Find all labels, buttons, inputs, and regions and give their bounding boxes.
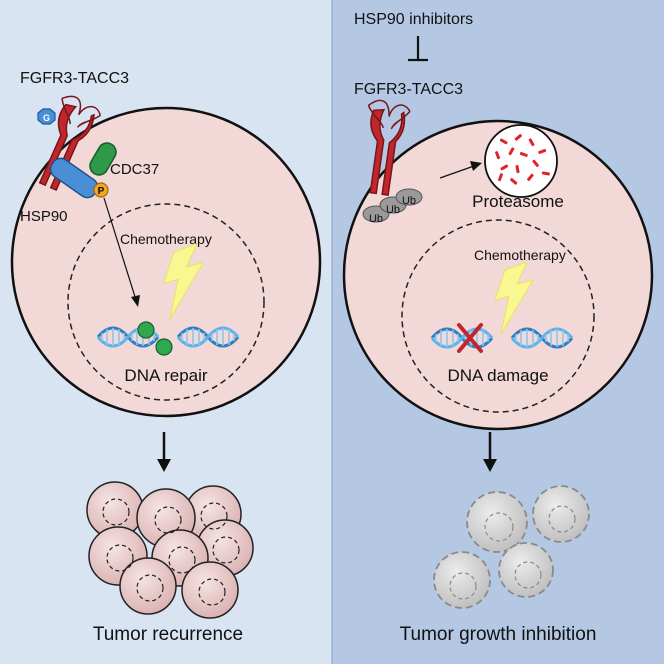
tumor-growth-inhibition-label: Tumor growth inhibition xyxy=(400,624,597,645)
proteasome-icon xyxy=(484,124,558,198)
svg-text:Ub: Ub xyxy=(369,213,383,225)
right-receptor-label: FGFR3-TACC3 xyxy=(354,81,463,98)
phospho-badge xyxy=(93,182,109,198)
left-chemotherapy-label: Chemotherapy xyxy=(120,231,212,247)
tumor-cluster-icon xyxy=(86,481,254,619)
glyco-badge: G xyxy=(37,108,56,125)
hsp90-label: HSP90 xyxy=(20,208,68,225)
svg-text:P: P xyxy=(98,186,105,197)
peptide-fragments-icon xyxy=(495,134,550,185)
dna-damage-label: DNA damage xyxy=(447,366,548,385)
left-nucleus xyxy=(67,203,265,401)
right-nucleus xyxy=(401,219,595,413)
svg-text:Ub: Ub xyxy=(386,204,400,216)
degradation-arrow xyxy=(439,165,475,179)
cdc37-protein xyxy=(89,142,117,176)
proteasome-label: Proteasome xyxy=(472,192,564,211)
right-chemotherapy-label: Chemotherapy xyxy=(474,247,566,263)
repair-protein-icon xyxy=(137,321,155,339)
repair-protein-icon xyxy=(155,338,173,356)
cdc37-label: CDC37 xyxy=(110,161,159,178)
dna-damage-x-icon xyxy=(457,323,483,353)
svg-text:Ub: Ub xyxy=(402,195,416,207)
inhibited-cells-icon xyxy=(433,485,590,609)
left-receptor-label: FGFR3-TACC3 xyxy=(20,70,129,87)
tumor-recurrence-label: Tumor recurrence xyxy=(93,624,243,645)
svg-text:G: G xyxy=(43,113,50,123)
hsp90-inhibitors-label: HSP90 inhibitors xyxy=(354,11,473,28)
signal-arrow xyxy=(103,197,137,301)
ubiquitin-chain-icon: Ub Ub Ub xyxy=(362,188,423,225)
dna-repair-label: DNA repair xyxy=(124,366,207,385)
